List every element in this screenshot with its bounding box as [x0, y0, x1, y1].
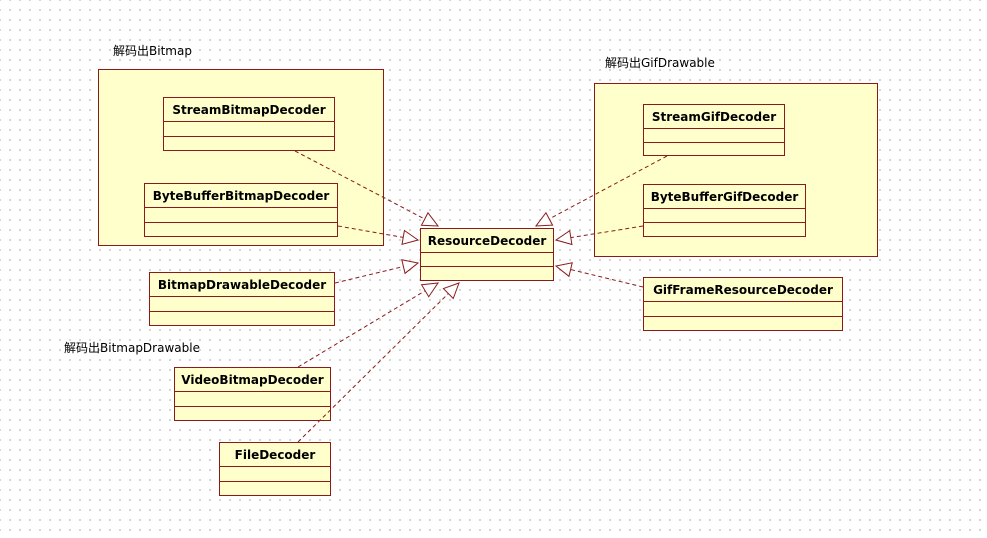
- link-video-bitmap-decoder: [297, 282, 440, 368]
- operations-compartment: [644, 222, 805, 236]
- operations-compartment: [150, 310, 334, 326]
- class-byte-buffer-bitmap-decoder[interactable]: ByteBufferBitmapDecoder: [144, 183, 338, 237]
- link-byte-buffer-bitmap-decoder: [337, 225, 420, 245]
- class-bitmap-drawable-decoder[interactable]: BitmapDrawableDecoder: [149, 272, 335, 326]
- class-byte-buffer-gif-decoder[interactable]: ByteBufferGifDecoder: [643, 184, 806, 237]
- operations-compartment: [175, 405, 330, 421]
- operations-compartment: [644, 141, 784, 156]
- class-name: GifFrameResourceDecoder: [644, 278, 842, 302]
- class-name: StreamGifDecoder: [644, 105, 784, 129]
- package-label-bitmap-drawable: 解码出BitmapDrawable: [64, 341, 200, 355]
- class-resource-decoder[interactable]: ResourceDecoder: [420, 228, 554, 281]
- class-video-bitmap-decoder[interactable]: VideoBitmapDecoder: [174, 367, 331, 421]
- class-name: FileDecoder: [220, 443, 330, 467]
- link-gif-frame-resource-decoder: [554, 262, 644, 288]
- class-name: ByteBufferBitmapDecoder: [145, 184, 337, 208]
- operations-compartment: [421, 266, 553, 280]
- class-gif-frame-resource-decoder[interactable]: GifFrameResourceDecoder: [643, 277, 843, 331]
- class-name: VideoBitmapDecoder: [175, 368, 330, 392]
- package-label-gif: 解码出GifDrawable: [605, 56, 715, 70]
- link-stream-gif-decoder: [534, 155, 668, 227]
- operations-compartment: [145, 221, 337, 237]
- class-name: BitmapDrawableDecoder: [150, 273, 334, 297]
- operations-compartment: [644, 315, 842, 331]
- link-byte-buffer-gif-decoder: [554, 225, 644, 246]
- class-file-decoder[interactable]: FileDecoder: [219, 442, 331, 496]
- class-name: ResourceDecoder: [421, 229, 553, 253]
- package-label-bitmap: 解码出Bitmap: [113, 44, 192, 58]
- link-stream-bitmap-decoder: [294, 150, 440, 227]
- class-name: ByteBufferGifDecoder: [644, 185, 805, 209]
- class-name: StreamBitmapDecoder: [164, 98, 334, 122]
- link-file-decoder: [297, 282, 460, 443]
- operations-compartment: [220, 480, 330, 496]
- class-stream-gif-decoder[interactable]: StreamGifDecoder: [643, 104, 785, 156]
- link-bitmap-drawable-decoder: [334, 259, 420, 284]
- operations-compartment: [164, 135, 334, 151]
- class-stream-bitmap-decoder[interactable]: StreamBitmapDecoder: [163, 97, 335, 151]
